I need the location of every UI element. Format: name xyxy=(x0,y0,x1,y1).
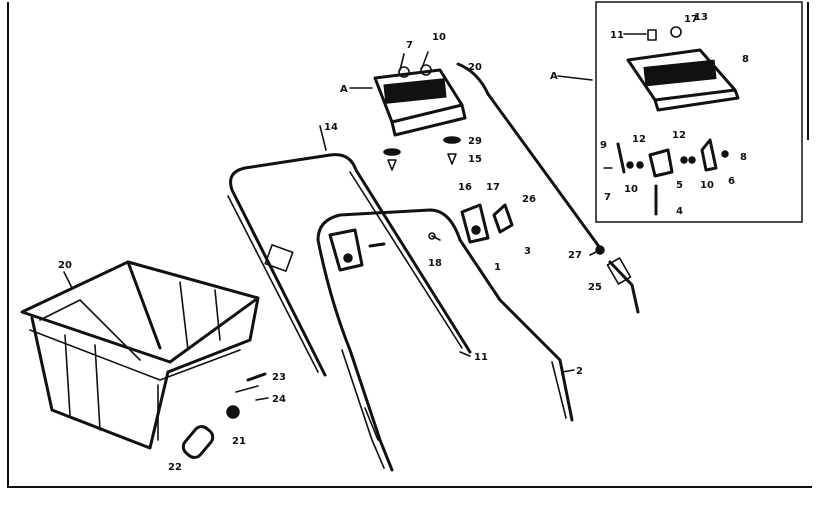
label-10-a: 10 xyxy=(624,184,638,195)
label-15: 15 xyxy=(468,154,482,165)
label-26: 26 xyxy=(522,194,536,205)
label-27: 27 xyxy=(568,250,582,261)
label-17-inset: 17 xyxy=(684,14,698,25)
label-12-b: 12 xyxy=(672,130,686,141)
label-17: 17 xyxy=(486,182,500,193)
label-a-main: A xyxy=(340,84,348,95)
wheel-parts xyxy=(181,372,267,459)
label-24: 24 xyxy=(272,394,286,405)
label-29: 29 xyxy=(468,136,482,147)
lower-handle xyxy=(316,208,574,472)
label-3: 3 xyxy=(524,246,531,257)
control-cable xyxy=(456,62,640,314)
label-5: 5 xyxy=(676,180,683,191)
leader-lines xyxy=(63,33,647,401)
label-9: 9 xyxy=(600,140,607,151)
label-14: 14 xyxy=(324,122,338,133)
label-1: 1 xyxy=(494,262,501,273)
label-8-side: 8 xyxy=(740,152,747,163)
label-23: 23 xyxy=(272,372,286,383)
label-18: 18 xyxy=(428,258,442,269)
label-16: 16 xyxy=(458,182,472,193)
inset-frame xyxy=(595,1,803,223)
label-11-inset: 11 xyxy=(610,30,624,41)
label-4: 4 xyxy=(676,206,683,217)
grass-catcher-bag xyxy=(20,260,260,450)
inset-linkage xyxy=(603,138,729,216)
small-parts-29-15 xyxy=(383,136,461,171)
upper-handle xyxy=(227,153,472,377)
label-a-inset: A xyxy=(550,71,558,82)
engine-control-main xyxy=(373,51,467,137)
label-11-main: 11 xyxy=(474,352,488,363)
bolt-18 xyxy=(428,232,441,241)
label-10-main: 10 xyxy=(432,32,446,43)
engine-control-inset xyxy=(626,26,740,112)
label-10-b: 10 xyxy=(700,180,714,191)
label-6: 6 xyxy=(728,176,735,187)
handle-bracket-left xyxy=(328,228,364,272)
label-12-a: 12 xyxy=(632,134,646,145)
handle-bracket-right xyxy=(460,203,490,244)
label-13: 13 xyxy=(694,12,708,23)
label-8-top: 8 xyxy=(742,54,749,65)
label-25: 25 xyxy=(588,282,602,293)
label-20-bag: 20 xyxy=(58,260,72,271)
label-22: 22 xyxy=(168,462,182,473)
bolt-left xyxy=(368,242,386,248)
label-20-top: 20 xyxy=(468,62,482,73)
bracket-3 xyxy=(492,203,514,234)
label-7-inset: 7 xyxy=(604,192,611,203)
label-21: 21 xyxy=(232,436,246,447)
label-2: 2 xyxy=(576,366,583,377)
label-7-main: 7 xyxy=(406,40,413,51)
